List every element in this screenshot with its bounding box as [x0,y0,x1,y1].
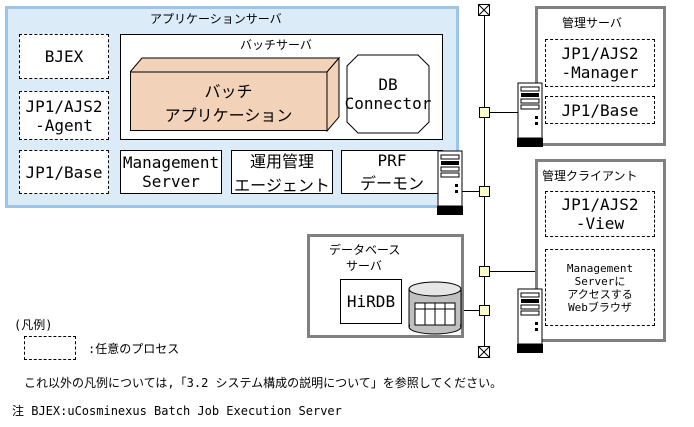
batch-application: バッチ アプリケーション [130,73,327,131]
mgmt-jp1-base-label: JP1/Base [561,100,639,120]
legend-any-process-label: :任意のプロセス [88,342,180,356]
network-node-2 [479,186,490,197]
network-terminator-bottom [478,346,490,358]
batch-application-box [130,57,340,132]
server-tower-icon [437,150,463,215]
database-server-title-line1: データベース [329,243,401,257]
management-client-title: 管理クライアント [542,169,638,183]
ajs2-agent-process: JP1/AJS2 -Agent [19,91,109,140]
ajs2-view-line1: JP1/AJS2 [561,195,639,214]
management-server-line2: Server [142,172,200,191]
network-node-1 [479,107,490,118]
database-cylinder-icon [408,281,462,335]
network-terminator-top [478,4,490,16]
prf-daemon-line2: デーモン [359,173,424,193]
web-browser-line2: Serverに [574,274,626,288]
bjex-process: BJEX [19,34,109,79]
web-browser-line1: Management [566,261,634,275]
hirdb-label: HiRDB [346,292,396,311]
management-server-process: Management Server [120,150,222,194]
db-connector-shape [346,54,430,134]
operation-agent-line1: 運用管理 [249,152,314,171]
db-connector-line2: Connector [344,94,432,113]
management-server-title: 管理サーバ [562,16,622,30]
ajs2-manager-process: JP1/AJS2 -Manager [545,39,655,87]
prf-daemon-line1: PRF [377,150,407,170]
client-tower-icon [517,288,543,353]
legend-dashed-sample [24,336,76,360]
management-server-line1: Management [122,153,220,172]
footnote: 注 BJEX:uCosminexus Batch Job Execution S… [12,404,342,418]
server-tower-icon [517,82,543,147]
app-jp1-base-label: JP1/Base [25,162,103,182]
app-jp1-base-process: JP1/Base [19,150,109,194]
ajs2-agent-line2: -Agent [35,115,93,135]
ajs2-manager-line2: -Manager [561,63,639,82]
db-connector: DB Connector [344,54,432,134]
network-node-3 [479,266,490,277]
hirdb-process: HiRDB [340,279,402,324]
ajs2-agent-line1: JP1/AJS2 [25,96,103,116]
batch-application-line1: バッチ [204,82,253,101]
web-browser-line4: Webブラウザ [568,300,632,314]
batch-application-line2: アプリケーション [164,106,293,125]
database-server-title-line2: サーバ [346,259,382,273]
prf-daemon-process: PRF デーモン [341,150,443,194]
ajs2-manager-line1: JP1/AJS2 [561,44,639,63]
mgmt-jp1-base-process: JP1/Base [545,96,655,124]
link-app-server [462,191,484,192]
link-db-server [462,310,484,311]
web-browser-process: Management Serverに アクセスする Webブラウザ [545,249,655,326]
legend-reference: これ以外の凡例については,「3.2 システム構成の説明について」を参照してくださ… [24,376,503,390]
ajs2-view-process: JP1/AJS2 -View [545,191,655,237]
ajs2-view-line2: -View [575,214,625,233]
web-browser-line3: アクセスする [567,287,633,301]
bjex-label: BJEX [44,47,84,66]
legend-heading: (凡例) [14,318,53,332]
link-mgmt-client [490,271,538,272]
network-node-4 [479,305,490,316]
batch-server-title: バッチサーバ [240,38,312,52]
application-server-title: アプリケーションサーバ [150,12,282,26]
operation-agent-line2: エージェント [234,176,330,195]
link-mgmt-server [490,112,520,113]
db-connector-line1: DB [378,75,398,94]
operation-agent-process: 運用管理 エージェント [231,150,333,195]
network-line [484,8,485,356]
